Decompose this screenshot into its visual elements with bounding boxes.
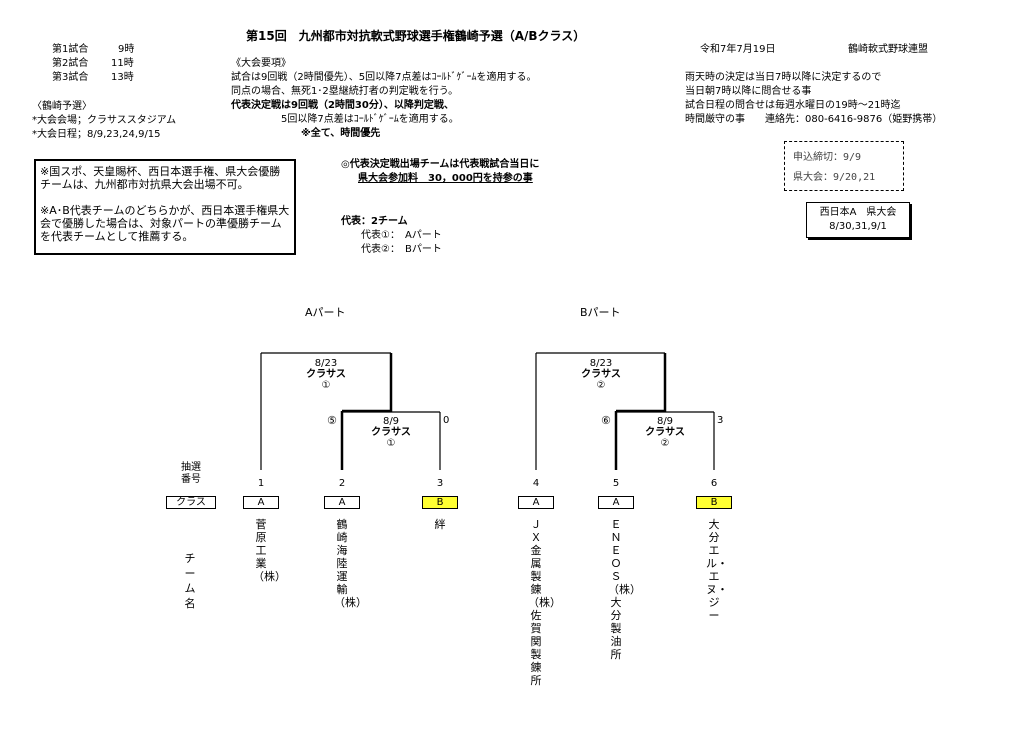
rep-b: 代表②： Bパート bbox=[361, 244, 442, 255]
nishinihon-dates: 8/30,31,9/1 bbox=[829, 221, 887, 232]
pref-tournament-dates: 県大会：9/20,21 bbox=[793, 172, 876, 183]
draw-number: 4 bbox=[532, 478, 540, 489]
rules-line: ※全て、時間優先 bbox=[301, 128, 381, 139]
rep-a: 代表①： Aパート bbox=[361, 230, 442, 241]
team-name: 菅原工業（株） bbox=[253, 518, 286, 583]
class-tag: B bbox=[422, 496, 458, 509]
nishinihon-title: 西日本A 県大会 bbox=[819, 207, 897, 218]
a-final-info: 8/23 クラサス ① bbox=[296, 358, 356, 391]
venue-place: *大会会場；クラサススタジアム bbox=[32, 115, 177, 126]
page-title: 第15回 九州都市対抗軟式野球選手権鶴崎予選（A/Bクラス） bbox=[246, 29, 586, 43]
b-semi-info: 8/9 クラサス ② bbox=[635, 416, 695, 449]
eligibility-note: ※国スポ、天皇賜杯、西日本選手権、県大会優勝チームは、九州都市対抗県大会出場不可… bbox=[40, 165, 281, 191]
schedule-time: 9時 bbox=[118, 44, 135, 55]
score-left: ⑤ bbox=[327, 414, 337, 427]
inquiry-note: 試合日程の問合せは毎週水曜日の19時～21時迄 bbox=[685, 100, 901, 111]
team-name: ＪＸ金属製錬（株）佐賀関製錬所 bbox=[528, 518, 561, 687]
draw-number: 3 bbox=[436, 478, 444, 489]
entry-deadline: 申込締切：9/9 bbox=[793, 152, 862, 163]
reps-header: 代表：2チーム bbox=[341, 216, 408, 227]
score-right: 3 bbox=[717, 415, 724, 426]
match-date: 8/23 bbox=[589, 358, 613, 369]
draw-number: 2 bbox=[338, 478, 346, 489]
class-tag: A bbox=[598, 496, 634, 509]
match-number: ② bbox=[660, 438, 670, 449]
draw-number: 6 bbox=[710, 478, 718, 489]
deadline-box: 申込締切：9/9 県大会：9/20,21 bbox=[784, 141, 904, 191]
draw-number-label: 抽選 番号 bbox=[181, 462, 201, 485]
draw-number: 1 bbox=[257, 478, 265, 489]
match-date: 8/9 bbox=[656, 416, 674, 427]
team-name: 鶴崎海陸運輸（株） bbox=[334, 518, 367, 609]
rules-line: 同点の場合、無死1･2塁継続打者の判定戦を行う。 bbox=[231, 86, 459, 97]
class-tag: A bbox=[324, 496, 360, 509]
match-date: 8/9 bbox=[382, 416, 400, 427]
match-venue: クラサス bbox=[581, 369, 621, 380]
eligibility-notes-box: ※国スポ、天皇賜杯、西日本選手権、県大会優勝チームは、九州都市対抗県大会出場不可… bbox=[34, 159, 296, 255]
rules-line: 試合は9回戦（2時間優先）、5回以降7点差はｺｰﾙﾄﾞｹﾞｰﾑを適用する。 bbox=[231, 72, 537, 83]
team-name: ＥＮＥＯＳ（株）大分製油所 bbox=[608, 518, 641, 661]
match-venue: クラサス bbox=[306, 369, 346, 380]
draw-number: 5 bbox=[612, 478, 620, 489]
fee-amount: 県大会参加料 30，000円を持参の事 bbox=[358, 173, 533, 184]
team-name: 絆 bbox=[434, 518, 446, 531]
contact-note: 時間厳守の事 連絡先：080-6416-9876（姫野携帯） bbox=[685, 114, 943, 125]
organizer: 鶴崎軟式野球連盟 bbox=[848, 44, 928, 55]
date: 令和7年7月19日 bbox=[700, 44, 776, 55]
b-final-info: 8/23 クラサス ② bbox=[571, 358, 631, 391]
schedule-label: 第2試合 bbox=[52, 58, 89, 69]
venue-header: 〈鶴崎予選〉 bbox=[32, 101, 92, 112]
match-date: 8/23 bbox=[314, 358, 338, 369]
schedule-time: 11時 bbox=[111, 58, 134, 69]
schedule-label: 第1試合 bbox=[52, 44, 89, 55]
schedule-label: 第3試合 bbox=[52, 72, 89, 83]
class-tag: A bbox=[243, 496, 279, 509]
rain-note: 雨天時の決定は当日7時以降に決定するので bbox=[685, 72, 882, 83]
match-number: ① bbox=[321, 380, 331, 391]
class-tag: B bbox=[696, 496, 732, 509]
team-name: 大分エル・エヌ・ジー bbox=[706, 518, 728, 622]
match-venue: クラサス bbox=[645, 427, 685, 438]
match-number: ② bbox=[596, 380, 606, 391]
rain-note: 当日朝7時以降に問合せる事 bbox=[685, 86, 812, 97]
recommendation-note: ※A･B代表チームのどちらかが、西日本選手権県大会で優勝した場合は、対象パートの… bbox=[40, 204, 290, 243]
class-tag: A bbox=[518, 496, 554, 509]
a-semi-info: 8/9 クラサス ① bbox=[361, 416, 421, 449]
score-left: ⑥ bbox=[601, 414, 611, 427]
team-name-label: チーム名 bbox=[184, 552, 196, 610]
part-a-label: Aパート bbox=[305, 306, 346, 319]
class-label: クラス bbox=[166, 496, 216, 509]
rules-line: 代表決定戦は9回戦（2時間30分）、以降判定戦、 bbox=[231, 100, 454, 111]
rules-line: 5回以降7点差はｺｰﾙﾄﾞｹﾞｰﾑを適用する。 bbox=[281, 114, 459, 125]
rules-header: 《大会要項》 bbox=[231, 58, 291, 69]
schedule-time: 13時 bbox=[111, 72, 134, 83]
nishinihon-box: 西日本A 県大会 8/30,31,9/1 bbox=[806, 202, 910, 238]
part-b-label: Bパート bbox=[580, 306, 621, 319]
venue-dates: *大会日程；8/9,23,24,9/15 bbox=[32, 129, 161, 140]
match-number: ① bbox=[386, 438, 396, 449]
match-venue: クラサス bbox=[371, 427, 411, 438]
score-right: 0 bbox=[443, 415, 450, 426]
fee-note: ◎代表決定戦出場チームは代表戦試合当日に bbox=[341, 159, 540, 170]
